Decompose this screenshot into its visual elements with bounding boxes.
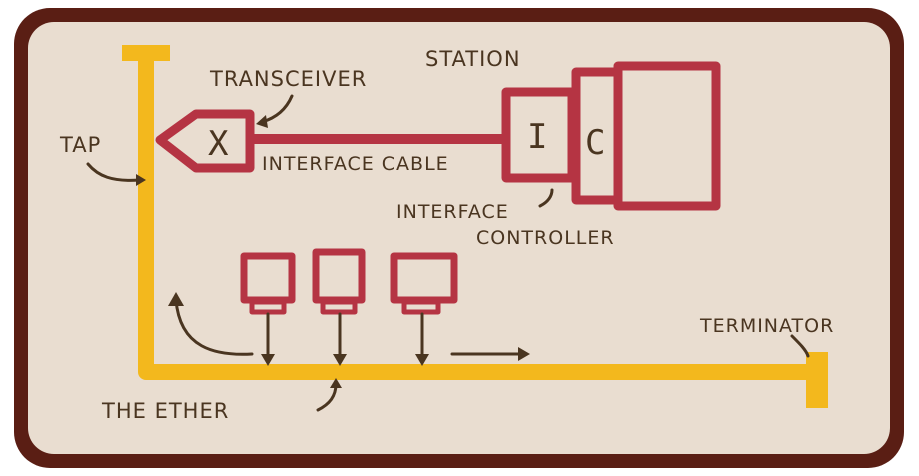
station-node-3	[390, 252, 458, 366]
station-node-transceiver	[320, 299, 358, 315]
transceiver-leader-head	[256, 115, 268, 128]
tap-leader-head	[136, 174, 146, 186]
station-node-transceiver	[401, 299, 441, 315]
station-label: STATION	[425, 47, 521, 71]
interface-cable	[250, 134, 506, 144]
signal-arrow-right-head	[518, 347, 530, 361]
diagram-paper	[28, 22, 890, 454]
station-node-transceiver	[249, 299, 287, 315]
terminator-label: TERMINATOR	[699, 315, 834, 337]
station-node-arrowhead	[261, 354, 275, 366]
station-node-1	[240, 252, 296, 366]
station-node-arrowhead	[333, 354, 347, 366]
controller-mark: C	[585, 123, 605, 163]
ether-top-cap	[122, 45, 170, 61]
station-body	[613, 61, 721, 211]
terminator-cap	[806, 352, 828, 408]
ether-leader-head	[330, 378, 342, 388]
signal-arrow-left	[174, 298, 254, 356]
station-node-2	[312, 248, 366, 366]
transceiver-label: TRANSCEIVER	[209, 67, 367, 91]
signal-arrows	[168, 292, 530, 361]
interface-controller-label-line2: CONTROLLER	[476, 227, 615, 249]
interface-cable-label: INTERFACE CABLE	[262, 153, 449, 175]
interface-mark: I	[527, 117, 547, 157]
terminator-leader	[790, 334, 810, 358]
station-node-arrowhead	[415, 354, 429, 366]
station: I C	[501, 61, 721, 211]
signal-arrow-left-head	[168, 292, 184, 306]
interface-controller-label-line1: INTERFACE	[396, 201, 509, 223]
transceiver-mark: X	[208, 124, 229, 164]
ether-line	[138, 55, 814, 380]
ether-cable	[122, 45, 828, 408]
tap-label: TAP	[59, 133, 101, 157]
leader-lines	[86, 94, 810, 412]
tap-leader	[86, 162, 142, 182]
the-ether-label: THE ETHER	[101, 399, 229, 423]
controller-leader	[538, 188, 554, 208]
